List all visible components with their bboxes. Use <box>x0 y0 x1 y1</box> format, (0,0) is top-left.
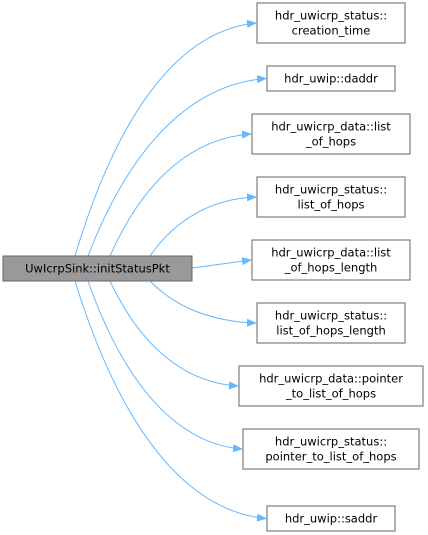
target-node-1-label-line-0: hdr_uwip::daddr <box>284 72 378 86</box>
target-node-3-label-line-1: list_of_hops <box>297 198 364 212</box>
target-node-0-label-line-0: hdr_uwicrp_status:: <box>275 9 387 23</box>
target-node-7-label-line-0: hdr_uwicrp_status:: <box>275 435 387 449</box>
target-node-4[interactable]: hdr_uwicrp_data::list_of_hops_length <box>251 239 411 281</box>
source-node[interactable]: UwIcrpSink::initStatusPkt <box>2 255 193 282</box>
target-node-3[interactable]: hdr_uwicrp_status::list_of_hops <box>256 176 406 218</box>
edge-to-target-0 <box>74 19 257 257</box>
edge-to-target-8 <box>74 280 267 522</box>
target-node-0[interactable]: hdr_uwicrp_status::creation_time <box>256 2 406 44</box>
nodes: UwIcrpSink::initStatusPkthdr_uwicrp_stat… <box>2 2 424 532</box>
target-node-1-box[interactable] <box>266 65 396 92</box>
edges <box>74 19 267 522</box>
edge-to-target-5 <box>149 280 257 327</box>
target-node-7-box[interactable] <box>242 428 420 470</box>
target-node-6[interactable]: hdr_uwicrp_data::pointer_to_list_of_hops <box>238 365 424 407</box>
target-node-2-label-line-0: hdr_uwicrp_data::list <box>271 120 391 134</box>
edge-to-target-6 <box>109 280 239 390</box>
target-node-0-box[interactable] <box>256 2 406 44</box>
edge-to-target-3 <box>149 193 257 257</box>
target-node-2-box[interactable] <box>251 113 411 155</box>
edge-to-target-1 <box>87 75 267 257</box>
target-node-6-label-line-0: hdr_uwicrp_data::pointer <box>259 372 403 386</box>
target-node-4-label-line-0: hdr_uwicrp_data::list <box>271 246 391 260</box>
target-node-2-label-line-1: _of_hops <box>305 135 356 149</box>
target-node-5-box[interactable] <box>256 302 406 344</box>
edge-to-target-4 <box>191 257 252 269</box>
target-node-6-box[interactable] <box>238 365 424 407</box>
target-node-1[interactable]: hdr_uwip::daddr <box>266 65 396 92</box>
target-node-7[interactable]: hdr_uwicrp_status::pointer_to_list_of_ho… <box>242 428 420 470</box>
source-node-label-line-0: UwIcrpSink::initStatusPkt <box>25 262 170 276</box>
target-node-5-label-line-1: list_of_hops_length <box>276 324 386 338</box>
target-node-8-label-line-0: hdr_uwip::saddr <box>285 512 378 526</box>
target-node-4-box[interactable] <box>251 239 411 281</box>
target-node-3-label-line-0: hdr_uwicrp_status:: <box>275 183 387 197</box>
edge-to-target-7 <box>87 280 243 453</box>
target-node-4-label-line-1: _of_hops_length <box>284 261 378 275</box>
edge-to-target-2 <box>109 130 252 257</box>
target-node-3-box[interactable] <box>256 176 406 218</box>
target-node-8[interactable]: hdr_uwip::saddr <box>266 505 396 532</box>
target-node-2[interactable]: hdr_uwicrp_data::list_of_hops <box>251 113 411 155</box>
target-node-5[interactable]: hdr_uwicrp_status::list_of_hops_length <box>256 302 406 344</box>
target-node-5-label-line-0: hdr_uwicrp_status:: <box>275 309 387 323</box>
target-node-6-label-line-1: _to_list_of_hops <box>285 387 376 401</box>
source-node-box[interactable] <box>2 255 193 282</box>
target-node-7-label-line-1: pointer_to_list_of_hops <box>265 450 396 464</box>
target-node-0-label-line-1: creation_time <box>292 24 371 38</box>
target-node-8-box[interactable] <box>266 505 396 532</box>
